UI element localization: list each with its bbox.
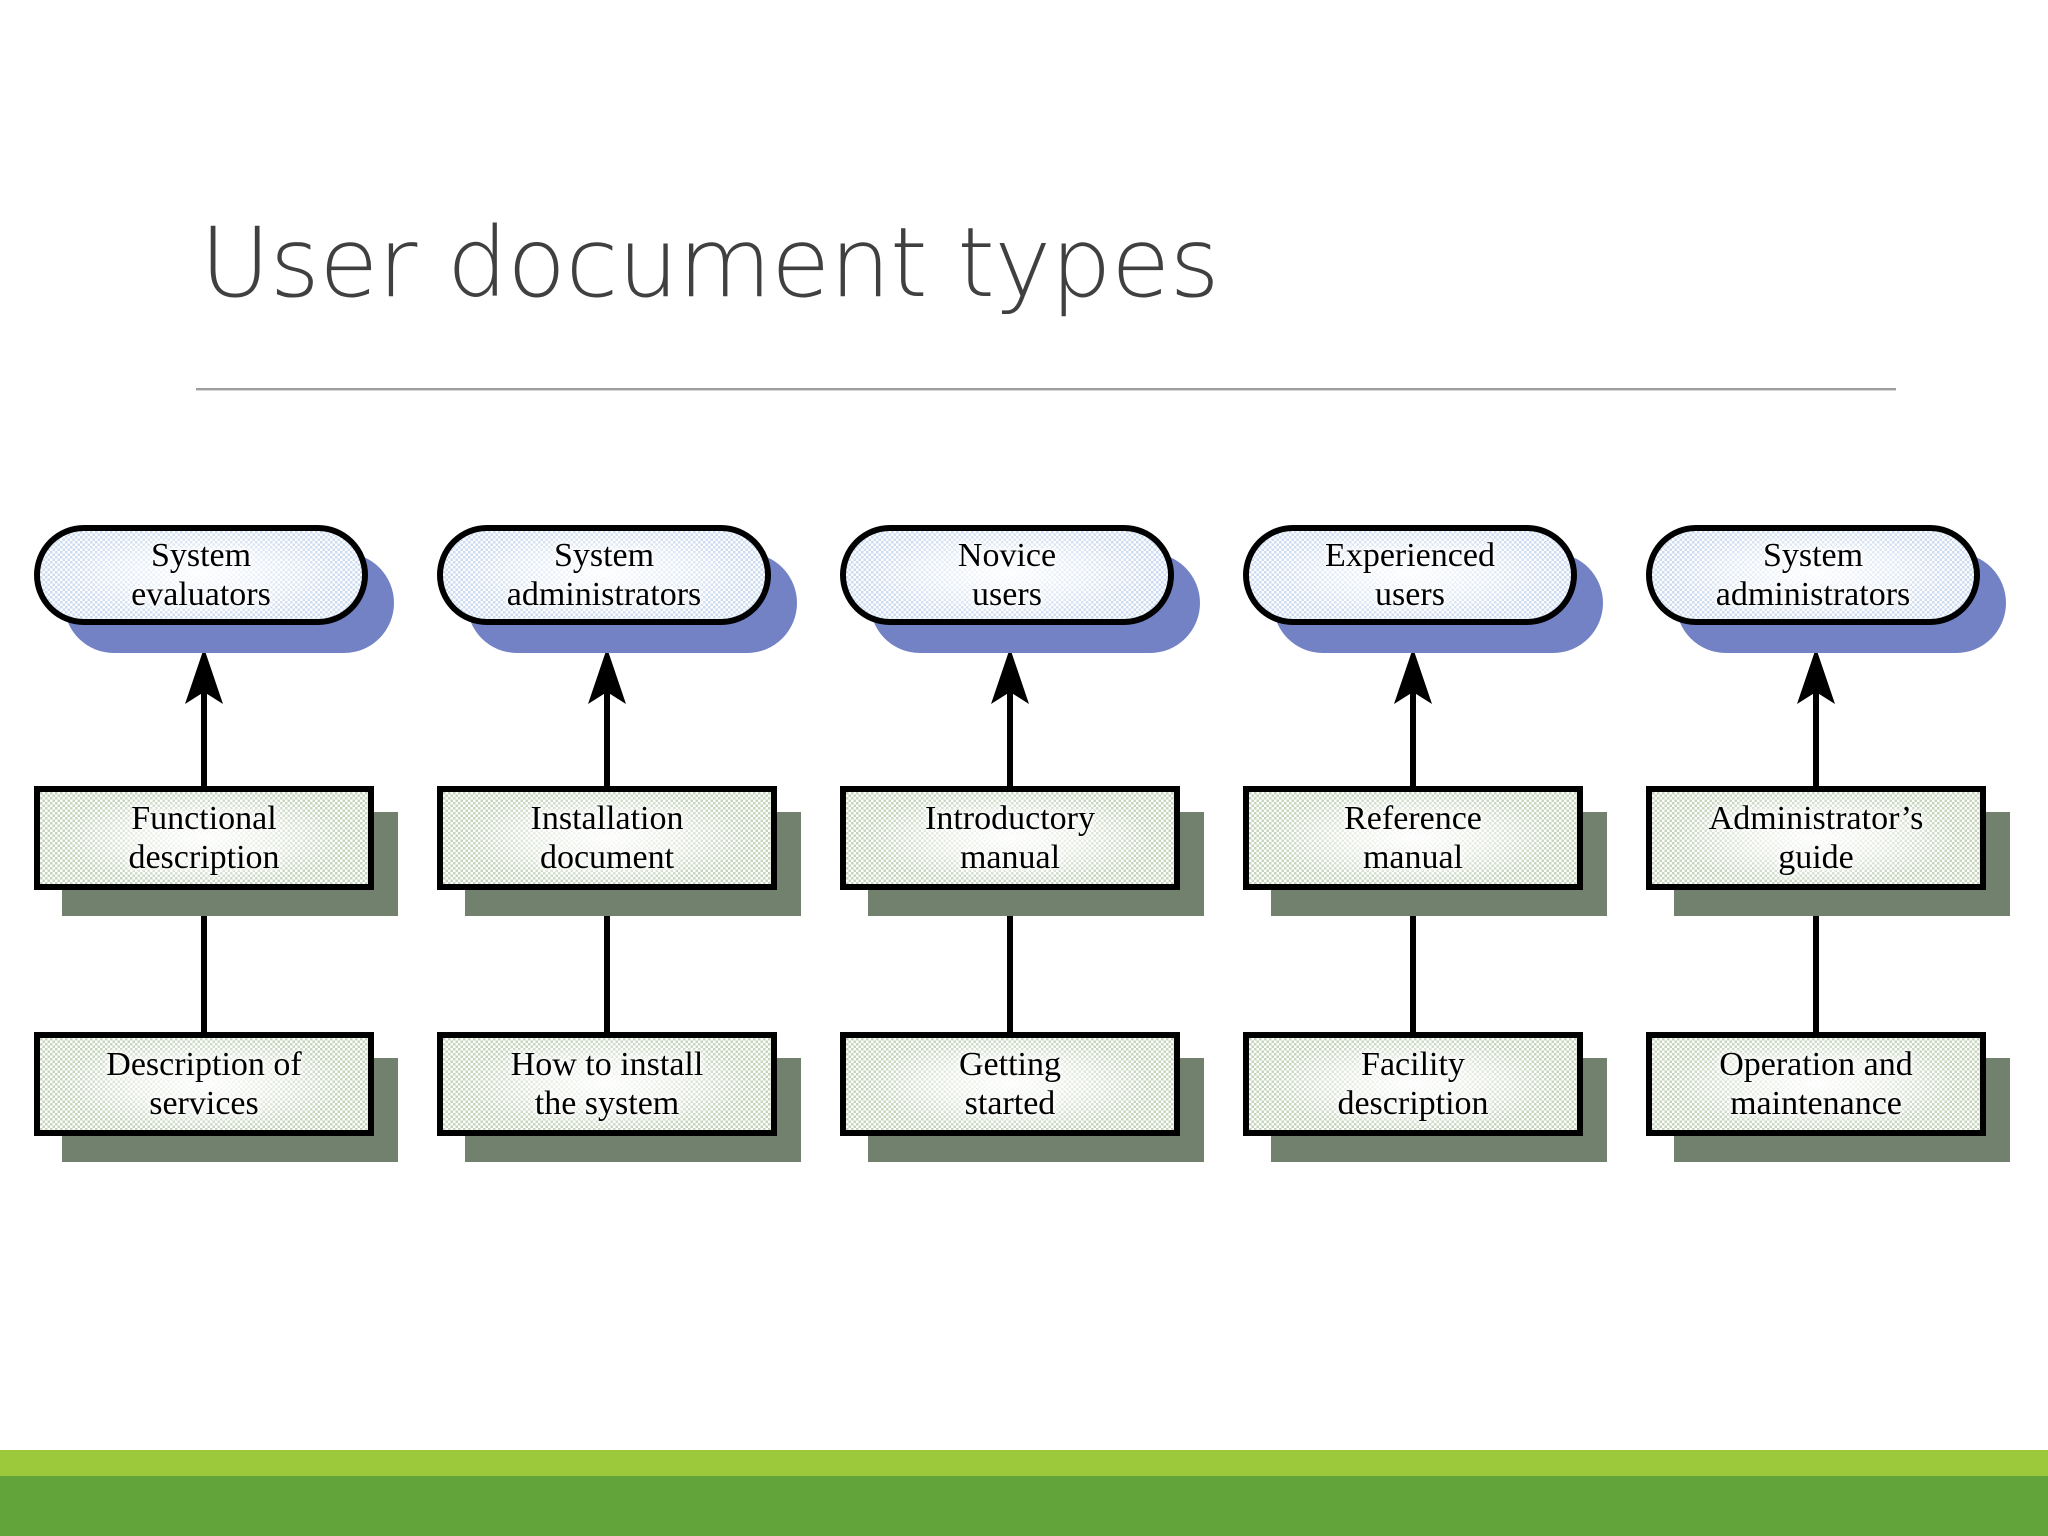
oval-shape: Novice users <box>840 525 1174 625</box>
footer-accent-bar-light <box>0 1450 2048 1476</box>
rect-shape: Operation and maintenance <box>1646 1032 1986 1136</box>
rect-shape: Getting started <box>840 1032 1180 1136</box>
document-node-2[interactable]: Installation document <box>437 786 801 916</box>
diagram-column-2: System administrators Installation docum… <box>437 0 837 1250</box>
rect-shape: How to install the system <box>437 1032 777 1136</box>
oval-shape: System administrators <box>1646 525 1980 625</box>
audience-node-4[interactable]: Experienced users <box>1243 525 1603 653</box>
diagram-column-3: Novice users Introductory manual Getting… <box>840 0 1240 1250</box>
document-node-1[interactable]: Functional description <box>34 786 398 916</box>
content-node-5[interactable]: Operation and maintenance <box>1646 1032 2010 1162</box>
rect-shape: Administrator’s guide <box>1646 786 1986 890</box>
rect-shape: Reference manual <box>1243 786 1583 890</box>
content-label: Description of services <box>106 1045 302 1122</box>
diagram-column-1: System evaluators Functional description… <box>34 0 434 1250</box>
audience-node-5[interactable]: System administrators <box>1646 525 2006 653</box>
document-label: Functional description <box>128 799 280 876</box>
document-label: Reference manual <box>1344 799 1482 876</box>
audience-node-1[interactable]: System evaluators <box>34 525 394 653</box>
document-node-5[interactable]: Administrator’s guide <box>1646 786 2010 916</box>
document-node-3[interactable]: Introductory manual <box>840 786 1204 916</box>
content-label: Operation and maintenance <box>1719 1045 1913 1122</box>
document-label: Introductory manual <box>925 799 1095 876</box>
oval-shape: System evaluators <box>34 525 368 625</box>
document-node-4[interactable]: Reference manual <box>1243 786 1607 916</box>
content-node-3[interactable]: Getting started <box>840 1032 1204 1162</box>
oval-shape: System administrators <box>437 525 771 625</box>
audience-node-3[interactable]: Novice users <box>840 525 1200 653</box>
page-title: User document types <box>200 207 1220 319</box>
content-node-4[interactable]: Facility description <box>1243 1032 1607 1162</box>
rect-shape: Installation document <box>437 786 777 890</box>
content-label: Getting started <box>959 1045 1061 1122</box>
document-label: Administrator’s guide <box>1708 799 1924 876</box>
rect-shape: Description of services <box>34 1032 374 1136</box>
title-underline-rule <box>196 388 1896 391</box>
content-node-1[interactable]: Description of services <box>34 1032 398 1162</box>
diagram-column-5: System administrators Administrator’s gu… <box>1646 0 2046 1250</box>
rect-shape: Facility description <box>1243 1032 1583 1136</box>
document-label: Installation document <box>530 799 684 876</box>
content-node-2[interactable]: How to install the system <box>437 1032 801 1162</box>
audience-label: Experienced users <box>1325 536 1495 613</box>
diagram-column-4: Experienced users Reference manual Facil… <box>1243 0 1643 1250</box>
footer-accent-bar-dark <box>0 1476 2048 1536</box>
audience-label: System administrators <box>506 536 702 613</box>
content-label: How to install the system <box>510 1045 704 1122</box>
rect-shape: Functional description <box>34 786 374 890</box>
audience-label: Novice users <box>957 536 1057 613</box>
oval-shape: Experienced users <box>1243 525 1577 625</box>
audience-label: System administrators <box>1715 536 1911 613</box>
audience-label: System evaluators <box>131 536 271 613</box>
content-label: Facility description <box>1337 1045 1489 1122</box>
rect-shape: Introductory manual <box>840 786 1180 890</box>
audience-node-2[interactable]: System administrators <box>437 525 797 653</box>
